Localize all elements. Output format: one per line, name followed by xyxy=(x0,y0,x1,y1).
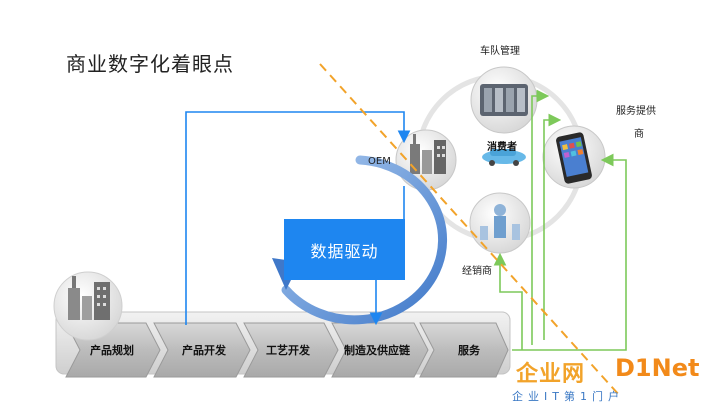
watermark-sub: 企业IT第1门户 xyxy=(512,390,624,403)
chevron-row xyxy=(65,322,509,378)
watermark-en: D1Net xyxy=(615,354,700,382)
chevron-3 xyxy=(243,322,339,378)
blue-connector-oem xyxy=(185,111,411,325)
watermark-cn: 企业网 xyxy=(516,362,586,387)
service-provider-phone-icon xyxy=(542,125,606,189)
diagram-title: 商业数字化着眼点 xyxy=(66,52,234,76)
chain-step-3: 工艺开发 xyxy=(266,344,310,357)
chevron-2 xyxy=(153,322,251,378)
chevron-5 xyxy=(419,322,509,378)
chain-step-1: 产品规划 xyxy=(90,344,134,357)
service-provider-label-2: 商 xyxy=(634,129,644,140)
chevron-4 xyxy=(331,322,429,378)
dealer-icon xyxy=(469,192,531,254)
chain-step-2: 产品开发 xyxy=(182,344,226,357)
chain-step-4: 制造及供应链 xyxy=(344,344,410,357)
data-driven-box: 数据驱动 xyxy=(284,219,405,280)
chain-step-5: 服务 xyxy=(458,344,480,357)
fleet-label: 车队管理 xyxy=(480,46,520,57)
green-connectors xyxy=(493,89,627,351)
consumer-label: 消费者 xyxy=(487,142,517,153)
service-provider-label-1: 服务提供 xyxy=(616,106,656,117)
consumer-car-icon xyxy=(482,149,526,166)
fleet-management-icon xyxy=(470,66,538,134)
factory-icon-left xyxy=(53,271,123,341)
oem-label: OEM xyxy=(368,156,391,167)
dealer-label: 经销商 xyxy=(462,266,492,277)
